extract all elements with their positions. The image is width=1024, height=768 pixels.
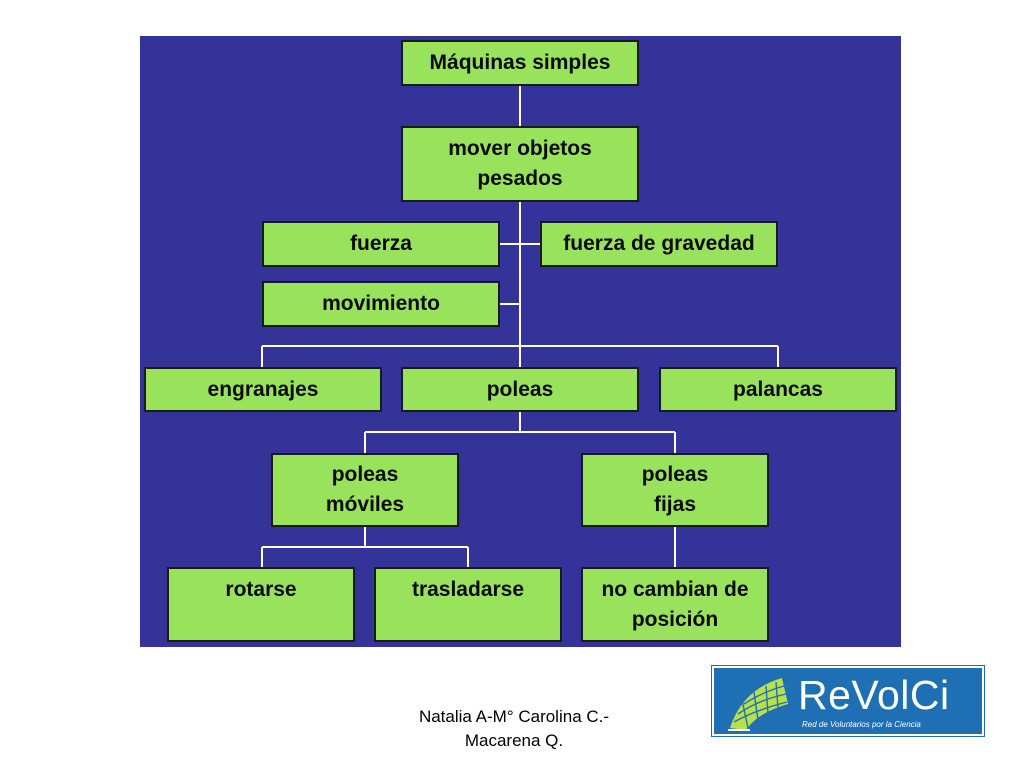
revolci-logo: ReVolCi Red de Voluntarios por la Cienci… xyxy=(711,665,985,737)
logo-name: ReVolCi xyxy=(798,672,950,718)
node-maquinas-simples: Máquinas simples xyxy=(401,40,639,86)
node-label: Máquinas simples xyxy=(429,51,611,74)
node-label: poleas fijas xyxy=(641,463,709,516)
node-label: engranajes xyxy=(207,377,319,401)
node-palancas: palancas xyxy=(659,367,897,412)
node-label: fuerza de gravedad xyxy=(563,232,755,255)
globe-grid-icon xyxy=(728,678,788,731)
node-label: fuerza xyxy=(350,232,412,255)
node-label: poleas móviles xyxy=(325,463,405,516)
node-no-cambian-de-posicion: no cambian de posición xyxy=(581,567,769,642)
node-fuerza: fuerza xyxy=(262,221,500,267)
node-rotarse: rotarse xyxy=(167,567,355,642)
node-label: mover objetos pesados xyxy=(448,137,592,190)
node-label: palancas xyxy=(733,377,823,401)
node-label: trasladarse xyxy=(411,578,525,601)
node-trasladarse: trasladarse xyxy=(374,567,562,642)
node-label: poleas xyxy=(486,377,554,401)
node-poleas: poleas xyxy=(401,367,639,412)
node-poleas-moviles: poleas móviles xyxy=(271,453,459,527)
caption-text: Natalia A-M° Carolina C.- Macarena Q. xyxy=(418,707,610,750)
node-mover-objetos-pesados: mover objetos pesados xyxy=(401,126,639,202)
node-label: movimiento xyxy=(322,292,440,315)
node-engranajes: engranajes xyxy=(144,367,382,412)
logo-tagline: Red de Voluntarios por la Ciencia xyxy=(802,720,921,729)
node-fuerza-de-gravedad: fuerza de gravedad xyxy=(540,221,778,267)
node-label: rotarse xyxy=(225,578,297,601)
author-caption: Natalia A-M° Carolina C.- Macarena Q. xyxy=(390,705,638,753)
node-poleas-fijas: poleas fijas xyxy=(581,453,769,527)
node-label: no cambian de posición xyxy=(601,578,749,631)
node-movimiento: movimiento xyxy=(262,281,500,327)
